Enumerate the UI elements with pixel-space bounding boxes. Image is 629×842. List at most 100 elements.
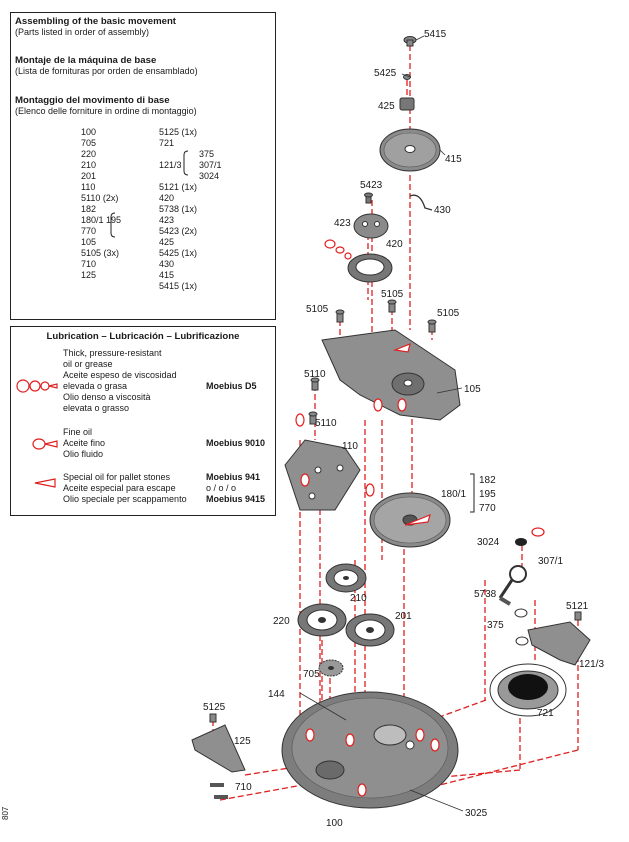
lube-g1-line: elevata o grasso [63, 403, 130, 413]
assembly-heading-it: Montaggio del movimento di base [15, 95, 170, 106]
assembly-cell-c1: 220 [81, 149, 97, 159]
assembly-cell-c1: 201 [81, 171, 97, 181]
label-5423: 5423 [360, 180, 383, 191]
assembly-cell-c2: 420 [159, 193, 175, 203]
part-420-ring [347, 253, 393, 283]
lube-g3-line: Special oil for pallet stones [63, 472, 171, 482]
part-5110-screws [308, 377, 320, 425]
label-3025: 3025 [465, 808, 488, 819]
lube-g1-product: Moebius D5 [206, 381, 257, 391]
part-125-lever [191, 724, 246, 773]
part-5415-screw [403, 36, 417, 47]
part-307-click [498, 565, 527, 599]
label-430: 430 [434, 205, 451, 216]
bracket-180 [470, 473, 475, 513]
label-705: 705 [303, 669, 320, 680]
assembly-cell-c1: 5105 (3x) [81, 248, 120, 258]
lube-g3-product: Moebius 941 [206, 472, 261, 482]
label-770: 770 [479, 503, 496, 514]
assembly-cell-c1: 210 [81, 160, 97, 170]
label-5105-a: 5105 [306, 304, 329, 315]
assembly-cell-c1: 100 [81, 127, 97, 137]
assembly-cell-c2: 121/3 [159, 160, 182, 170]
label-5121: 5121 [566, 601, 589, 612]
label-5125: 5125 [203, 702, 226, 713]
side-page-number: 807 [1, 806, 10, 820]
assembly-cell-c1: 182 [81, 204, 97, 214]
label-5105-b: 5105 [381, 289, 404, 300]
lubrication-legend-panel: Lubrication – Lubricación – Lubrificazio… [10, 326, 276, 516]
assembly-cell-c3: 3024 [199, 171, 220, 181]
label-3024: 3024 [477, 537, 500, 548]
lube-g2-line: Fine oil [63, 427, 93, 437]
lube-points-icon [295, 239, 545, 797]
label-423: 423 [334, 218, 351, 229]
label-110: 110 [342, 441, 358, 452]
assembly-cell-c1: 710 [81, 259, 97, 269]
part-201-wheel [345, 613, 395, 647]
part-415-wheel [379, 128, 441, 172]
part-121-3-bridge [527, 621, 591, 666]
part-110-bridge [284, 439, 361, 511]
part-210-wheel [325, 563, 367, 593]
lube-g3-product: o / o / o [206, 483, 237, 493]
assembly-cell-c1: 5110 (2x) [81, 193, 119, 203]
part-105-bridge [321, 329, 461, 421]
part-5425-screw [403, 74, 411, 80]
lube-symbols [16, 379, 58, 488]
lube-g3-line: Olio speciale per scappamento [63, 494, 187, 504]
lube-g2-line: Olio fluido [63, 449, 104, 459]
assembly-cell-c1: 705 [81, 138, 97, 148]
part-425-pinion [399, 97, 415, 111]
assembly-cell-c2: 5121 (1x) [159, 182, 198, 192]
part-5125-screw [209, 713, 217, 723]
lubrication-title: Lubrication – Lubricación – Lubrificazio… [46, 331, 240, 342]
assembly-list-panel: Assembling of the basic movement (Parts … [10, 12, 276, 320]
label-180-1: 180/1 [441, 489, 466, 500]
part-705-wheel [318, 659, 344, 677]
label-5105-c: 5105 [437, 308, 460, 319]
part-5121-screw [574, 611, 582, 621]
label-182: 182 [479, 475, 496, 486]
label-105: 105 [464, 384, 481, 395]
part-430-spring [409, 194, 433, 211]
assembly-cell-c2: 415 [159, 270, 175, 280]
label-201: 201 [395, 611, 412, 622]
lube-g1-line: Aceite espeso de viscosidad [63, 370, 177, 380]
assembly-sub-it: (Elenco delle forniture in ordine di mon… [15, 106, 197, 116]
assembly-sub-es: (Lista de fornituras por orden de ensamb… [15, 66, 198, 76]
label-425: 425 [378, 101, 395, 112]
assembly-cell-c2: 5125 (1x) [159, 127, 198, 137]
assembly-cell-c1: 110 [81, 182, 96, 192]
assembly-cell-c2: 5415 (1x) [159, 281, 198, 291]
label-307-1: 307/1 [538, 556, 563, 567]
label-5415: 5415 [424, 29, 447, 40]
part-423-wheel [353, 213, 389, 239]
part-375-washer [514, 608, 528, 618]
label-195: 195 [479, 489, 496, 500]
pallet-oil-drop-icon [34, 478, 56, 488]
thick-oil-drops-icon [16, 379, 58, 393]
label-420: 420 [386, 239, 403, 250]
leader-lines [299, 35, 464, 812]
assembly-heading-en: Assembling of the basic movement [15, 16, 176, 27]
label-710: 710 [235, 782, 252, 793]
assembly-cell-c2: 5425 (1x) [159, 248, 198, 258]
part-3024 [515, 538, 527, 546]
part-180-barrel [369, 492, 451, 548]
fine-oil-drop-icon [32, 438, 58, 450]
label-5110-b: 5110 [315, 418, 337, 429]
lube-g1-line: elevada o grasa [63, 381, 128, 391]
assembly-cell-c2: 5738 (1x) [159, 204, 198, 214]
lube-g3-line: Aceite especial para escape [63, 483, 176, 493]
label-721: 721 [537, 708, 554, 719]
assembly-cell-c1: 180/1 195 [81, 215, 122, 225]
label-144: 144 [268, 689, 285, 700]
lube-g2-line: Aceite fino [63, 438, 106, 448]
assembly-brackets [110, 150, 189, 238]
part-5105-screws [335, 299, 437, 333]
lube-g2-product: Moebius 9010 [206, 438, 266, 448]
label-415: 415 [445, 154, 462, 165]
assembly-heading-es: Montaje de la máquina de base [15, 55, 157, 66]
